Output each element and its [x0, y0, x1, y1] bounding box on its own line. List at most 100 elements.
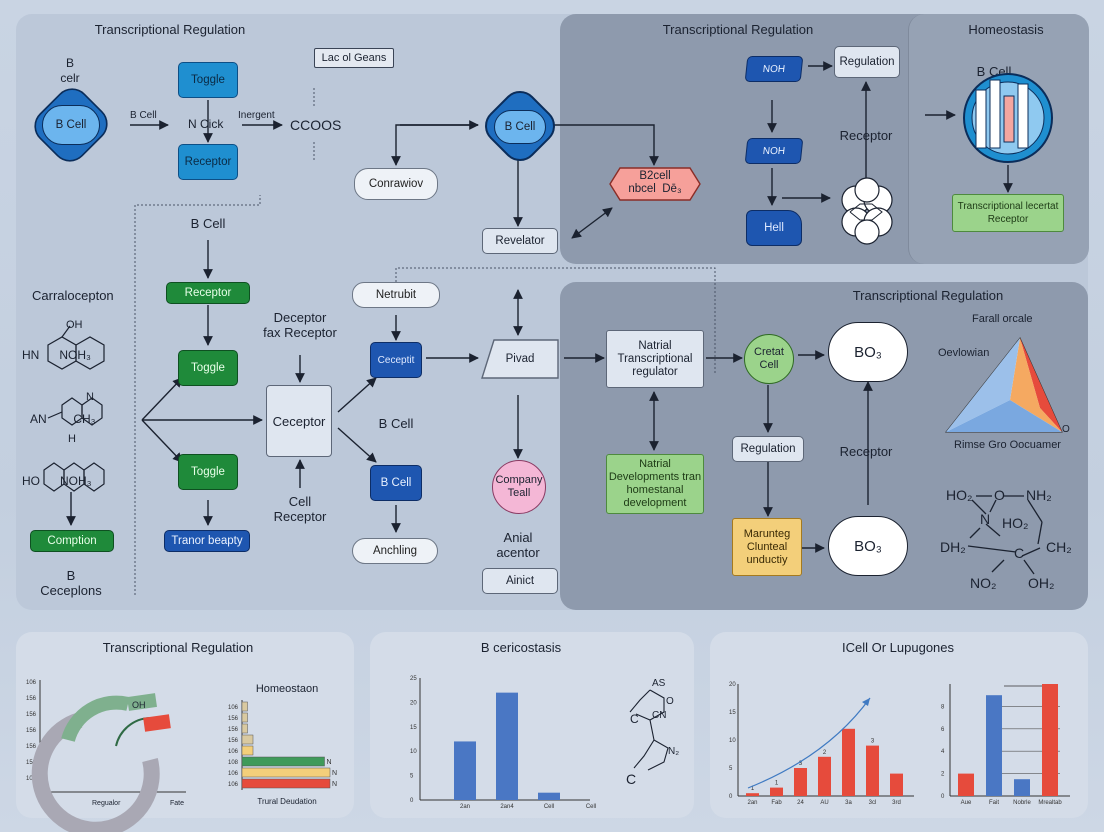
- revelator-node[interactable]: Revelator: [482, 228, 558, 254]
- chem-o: O: [994, 487, 1005, 503]
- pivad-node[interactable]: Pivad: [505, 353, 535, 365]
- svg-text:156: 156: [26, 712, 37, 718]
- y-tick-label: 0: [410, 798, 414, 804]
- bottom-panel-2: [370, 632, 694, 818]
- toggle-node-2[interactable]: Toggle: [178, 350, 238, 386]
- data-label: N: [332, 781, 337, 788]
- deceptor-label: Deceptor fax Receptor: [263, 310, 337, 340]
- comption-node[interactable]: Comption: [30, 530, 114, 552]
- b-cell-arrow-label: B Cell: [130, 110, 157, 121]
- bar: [241, 767, 331, 778]
- chem-ho2-a: HO₂: [946, 487, 973, 503]
- toggle-node-1[interactable]: Toggle: [178, 62, 238, 98]
- bar: [746, 793, 759, 796]
- svg-text:156: 156: [26, 760, 37, 766]
- receptor-node-1[interactable]: Receptor: [178, 144, 238, 180]
- hell-node[interactable]: Hell: [746, 210, 802, 246]
- toggle-node-3[interactable]: Toggle: [178, 454, 238, 490]
- bo3-node-b[interactable]: BO₃: [828, 516, 908, 576]
- cretat-cell-node[interactable]: Cretat Cell: [744, 334, 794, 384]
- natrial-dev-node[interactable]: Natrial Developments tran homestanal dev…: [606, 454, 704, 514]
- mol-cn: CN: [652, 710, 667, 721]
- natrial-regulator-node[interactable]: Natrial Transcriptional regulator: [606, 330, 704, 388]
- anchling-node[interactable]: Anchling: [352, 538, 438, 564]
- regulation-node-2[interactable]: Regulation: [732, 436, 804, 462]
- y-tick-label: 2: [941, 772, 945, 778]
- bar: [241, 701, 248, 712]
- svg-text:156: 156: [26, 728, 37, 734]
- chem-nh2: NH₂: [1026, 487, 1052, 503]
- bar: [986, 695, 1002, 796]
- chem-no2: NO₂: [970, 575, 997, 591]
- ceceptor-node[interactable]: Ceceptor: [266, 385, 332, 457]
- title-bottom-3: ICell Or Lupugones: [841, 640, 955, 655]
- ainict-node[interactable]: Ainict: [482, 568, 558, 594]
- bar: [241, 712, 248, 723]
- y-tick-label: 6: [941, 727, 945, 733]
- data-label: 2: [823, 750, 827, 756]
- receptor-green-node[interactable]: Receptor: [166, 282, 250, 304]
- tranor-node[interactable]: Tranor beapty: [164, 530, 250, 552]
- y-tick-label: 10: [729, 738, 736, 744]
- y-tick-label: 108: [228, 760, 239, 766]
- company-node[interactable]: Company Teall: [492, 460, 546, 514]
- cell-receptor-label: Cell Receptor: [273, 494, 327, 524]
- title-main-right: Transcriptional Regulation: [662, 22, 814, 37]
- title-bottom-2: B cericostasis: [480, 640, 562, 655]
- y-tick-label: 20: [729, 682, 736, 688]
- x-tick-label: Cell: [544, 804, 554, 810]
- y-tick-label: 8: [941, 704, 945, 710]
- regulation-node-1[interactable]: Regulation: [834, 46, 900, 78]
- x-tick-label: 3a: [845, 800, 852, 806]
- bocell-node[interactable]: B2cell nbcel Dē₃: [628, 170, 682, 195]
- b-ceceptons-label: B Ceceplons: [40, 568, 102, 598]
- x-tick-label: 2an4: [500, 804, 514, 810]
- bar: [958, 773, 974, 796]
- y-tick-label: 10: [410, 749, 417, 755]
- homeostaon-title: Homeostaon: [255, 683, 319, 695]
- bar: [1014, 779, 1030, 796]
- anial-label: Anial acentor: [496, 530, 540, 560]
- mol-c2: C: [626, 771, 637, 787]
- farall-orcale-label: Farall orcale: [972, 313, 1033, 325]
- ceceptit-node[interactable]: Ceceptit: [370, 342, 422, 378]
- chem-dh2: DH₂: [940, 539, 966, 555]
- trural-deudation-label: Trural Deudation: [257, 797, 317, 806]
- chem-oh2: OH₂: [1028, 575, 1055, 591]
- b-cell-box-center[interactable]: B Cell: [370, 465, 422, 501]
- bar: [241, 756, 325, 767]
- mol-o: O: [666, 696, 674, 707]
- title-homeostasis: Homeostasis: [968, 22, 1044, 37]
- title-bottom-1: Transcriptional Regulation: [102, 640, 254, 655]
- marunteg-node[interactable]: Marunteg Clunteal unductiy: [732, 518, 802, 576]
- netrubit-node[interactable]: Netrubit: [352, 282, 440, 308]
- mol-as: AS: [652, 678, 666, 689]
- bo3-node-a[interactable]: BO₃: [828, 322, 908, 382]
- mol3-text: HO NOH₃: [22, 474, 92, 488]
- bar: [866, 745, 879, 796]
- data-label: 3: [799, 761, 803, 767]
- x-tick-label: 3cl: [869, 800, 877, 806]
- bar: [538, 792, 560, 800]
- y-tick-label: 4: [941, 749, 945, 755]
- b-cell-node-center[interactable]: B Cell: [494, 110, 546, 144]
- y-tick-label: 5: [729, 766, 733, 772]
- b-cell-node-left[interactable]: B Cell: [42, 105, 100, 145]
- transcr-receptor-node[interactable]: Transcriptional lecertat Receptor: [952, 194, 1064, 232]
- x-tick-label: 3rd: [892, 800, 901, 806]
- svg-text:106: 106: [26, 776, 37, 782]
- x-tick-label: Cell: [586, 804, 596, 810]
- conrawiov-node[interactable]: Conrawiov: [354, 168, 438, 200]
- bar: [794, 768, 807, 796]
